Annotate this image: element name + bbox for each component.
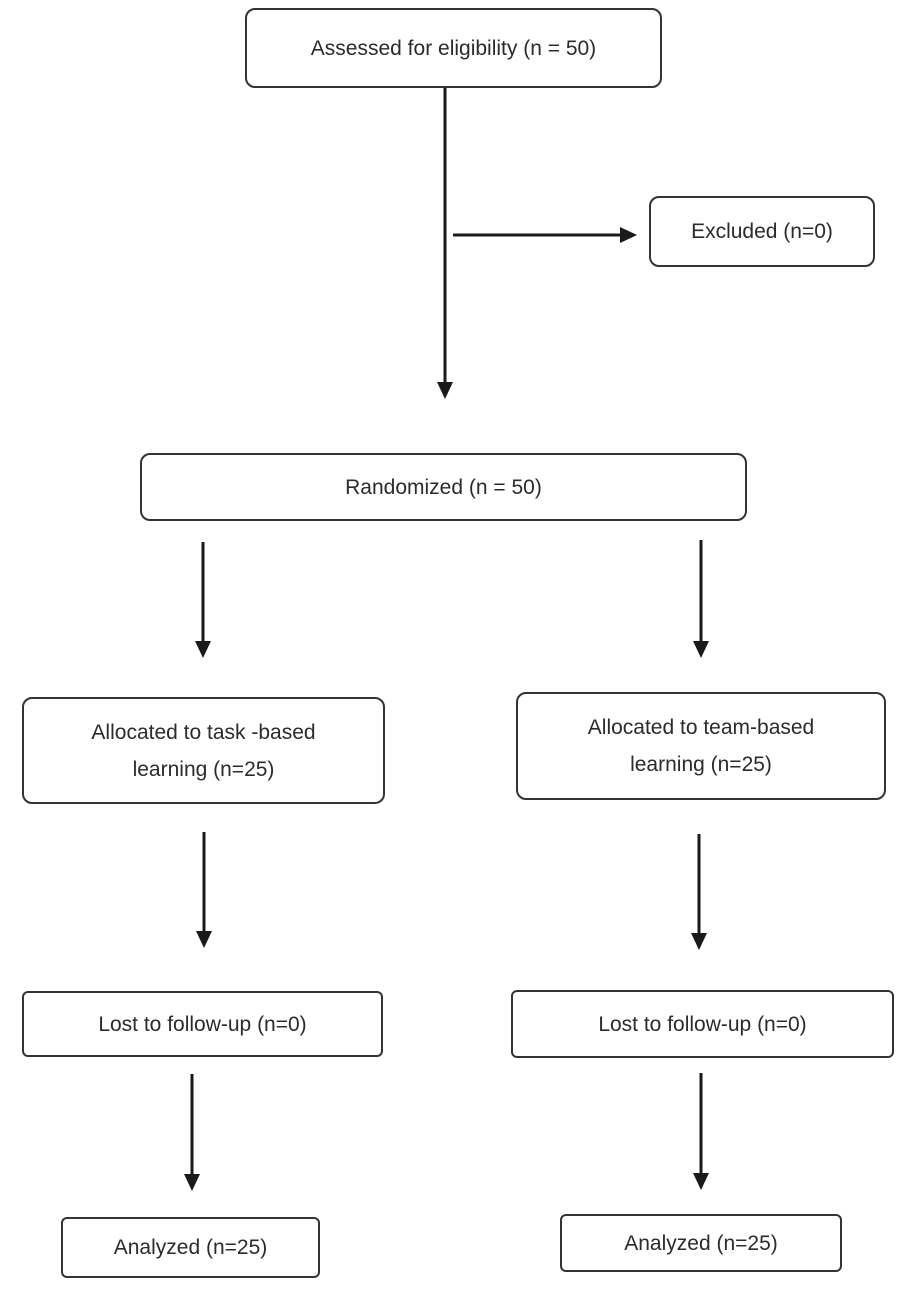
team-analyzed-box: Analyzed (n=25) [560,1214,842,1272]
task-allocation-box: Allocated to task -based learning (n=25) [22,697,385,804]
randomized-label: Randomized (n = 50) [345,475,542,499]
team-allocation-line1: Allocated to team-based [587,716,815,739]
task-lost-label: Lost to follow-up (n=0) [98,1012,307,1036]
task-analyzed-label: Analyzed (n=25) [113,1236,268,1259]
arrowhead-down-7 [693,1173,709,1190]
task-allocation-line1: Allocated to task -based [91,720,316,744]
arrowhead-down-5 [691,933,707,950]
team-allocation-box: Allocated to team-based learning (n=25) [516,692,886,800]
arrowhead-right-excluded [620,227,637,243]
arrowhead-down-4 [196,931,212,948]
task-allocation-line2: learning (n=25) [132,757,275,781]
assessed-label: Assessed for eligibility (n = 50) [310,36,597,60]
arrowhead-down-1 [437,382,453,399]
excluded-box: Excluded (n=0) [649,196,875,267]
team-lost-label: Lost to follow-up (n=0) [598,1012,807,1036]
team-lost-box: Lost to follow-up (n=0) [511,990,894,1058]
arrowhead-down-2 [195,641,211,658]
randomized-box: Randomized (n = 50) [140,453,747,521]
task-analyzed-box: Analyzed (n=25) [61,1217,320,1278]
arrowhead-down-3 [693,641,709,658]
team-allocation-line2: learning (n=25) [630,753,772,776]
arrowhead-down-6 [184,1174,200,1191]
team-analyzed-label: Analyzed (n=25) [624,1231,778,1255]
assessed-box: Assessed for eligibility (n = 50) [245,8,662,88]
task-lost-box: Lost to follow-up (n=0) [22,991,383,1057]
excluded-label: Excluded (n=0) [691,220,833,243]
